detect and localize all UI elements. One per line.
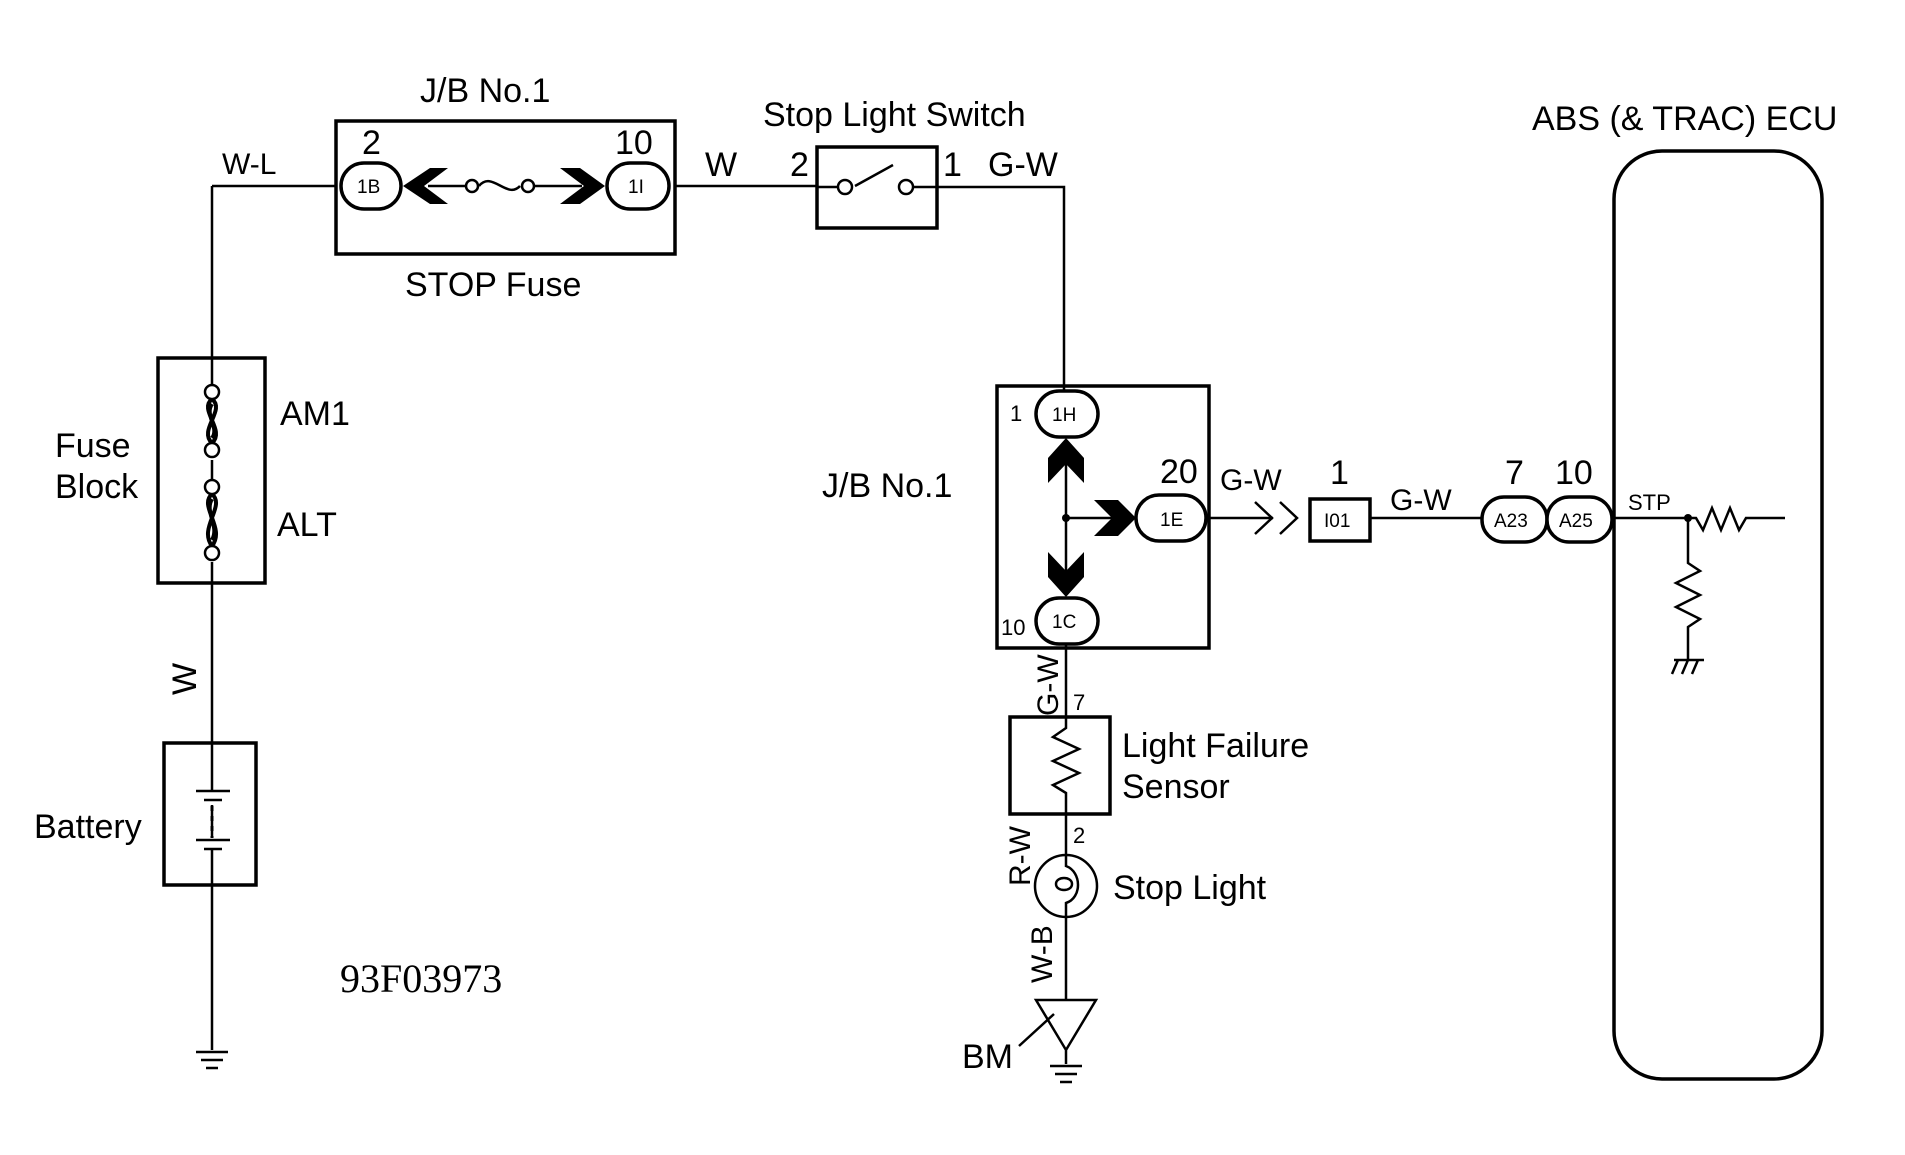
fuse-terminal [203,383,221,401]
fuse-alt-icon [205,492,219,548]
fuse-terminal [203,478,221,496]
connector-1b [339,161,403,211]
connector-1b-label: 1B [357,177,380,198]
fuse-am1-label: AM1 [280,395,350,433]
wire-color-w: W [166,663,204,695]
stop-fuse-label: STOP Fuse [405,266,581,304]
sensor-pin-7: 7 [1073,690,1085,715]
battery-box [162,741,258,887]
fuse-alt-label: ALT [277,506,337,544]
jb2-pin-20: 20 [1160,453,1198,491]
light-failure-sensor-box [1008,715,1112,816]
ground-icon [1050,1064,1082,1084]
wire-g-w [937,185,1066,390]
switch-pin-2: 2 [790,146,809,184]
jb2-pin-10: 10 [1001,615,1025,640]
connector-1h [1034,389,1100,439]
connector-a25-label: A25 [1559,511,1593,532]
switch-contact-icon [817,163,937,189]
jb2-title: J/B No.1 [822,467,952,505]
switch-label: Stop Light Switch [763,96,1026,134]
arrow-right-icon [560,168,605,204]
jb-title: J/B No.1 [420,72,550,110]
arrow-up-icon [1048,438,1084,483]
junction-i01-label: I01 [1324,511,1350,532]
resistor-icon [1688,504,1785,534]
chassis-ground-icon [1670,658,1704,675]
figure-id: 93F03973 [340,956,502,1001]
jb-box [334,119,677,256]
ecu-pin-7: 7 [1505,454,1524,492]
battery-icon [196,743,230,1050]
ecu-signal-line: G-W 1 I01 G-W 7 A23 10 A25 [1209,454,1614,544]
fuse-block-label: Fuse [55,427,131,465]
ecu-title: ABS (& TRAC) ECU [1532,100,1837,138]
battery-label: Battery [34,808,142,846]
light-failure-sensor-label: Light Failure [1122,727,1309,765]
wire-color-w-l: W-L [222,148,276,181]
sensor-resistor-icon [1050,717,1082,814]
battery-branch: W-L AM1 ALT Fuse Block W Battery 93F0397… [34,148,502,1070]
i01-pin: 1 [1330,454,1349,492]
connector-1i [605,161,671,211]
arrow-right-icon [1094,500,1136,536]
ecu-terminal-stp: STP [1628,490,1671,515]
fuse-terminal [203,544,221,562]
arrow-down-icon [1048,552,1084,597]
jb-pin-2: 2 [362,124,381,162]
connector-1e [1134,493,1208,543]
fuse-block-label: Block [55,468,139,506]
stop-light-branch: G-W 7 Light Failure Sensor 2 R-W Stop Li… [962,644,1309,1084]
ecu-box [1612,149,1824,1081]
connector-1e-label: 1E [1160,510,1183,531]
light-failure-sensor-label: Sensor [1122,768,1230,806]
fuse-terminal [203,441,221,459]
ground-point-label: BM [962,1038,1013,1076]
wire-color-r-w: R-W [1004,825,1037,886]
stop-light-label: Stop Light [1113,869,1267,907]
switch-pin-1: 1 [943,146,962,184]
ground-point-icon [1018,998,1099,1064]
connector-1i-label: 1I [628,177,644,198]
ecu-pin-10: 10 [1555,454,1593,492]
connector-a25 [1545,495,1614,544]
wire-color-g-w: G-W [988,146,1058,184]
sensor-pin-2: 2 [1073,823,1085,848]
wire-color-w-b: W-B [1026,925,1059,983]
junction-block-2: J/B No.1 1 1H 20 1E 10 1C [822,384,1211,650]
jb2-pin-1: 1 [1010,401,1022,426]
pulldown-resistor-icon [1673,518,1703,660]
connector-1c-label: 1C [1052,612,1076,633]
jb-pin-10: 10 [615,124,653,162]
ground-icon [196,1050,228,1070]
arrow-left-icon [403,168,448,204]
wire-color-g-w: G-W [1390,484,1452,517]
wire-color-g-w: G-W [1032,654,1065,716]
fuse-am1-icon [205,397,219,445]
abs-trac-ecu: ABS (& TRAC) ECU STP [1532,100,1837,1081]
stop-light-switch: W Stop Light Switch 2 1 G-W [675,96,1066,390]
junction-i01-box [1308,497,1372,543]
connector-1h-label: 1H [1052,405,1076,426]
stop-fuse-junction-block: J/B No.1 2 10 1B 1I STOP Fuse [334,72,677,304]
connector-a23-label: A23 [1494,511,1528,532]
wire-color-w: W [705,146,737,184]
connector-chevron-icon [1254,501,1299,535]
wire-color-g-w: G-W [1220,464,1282,497]
